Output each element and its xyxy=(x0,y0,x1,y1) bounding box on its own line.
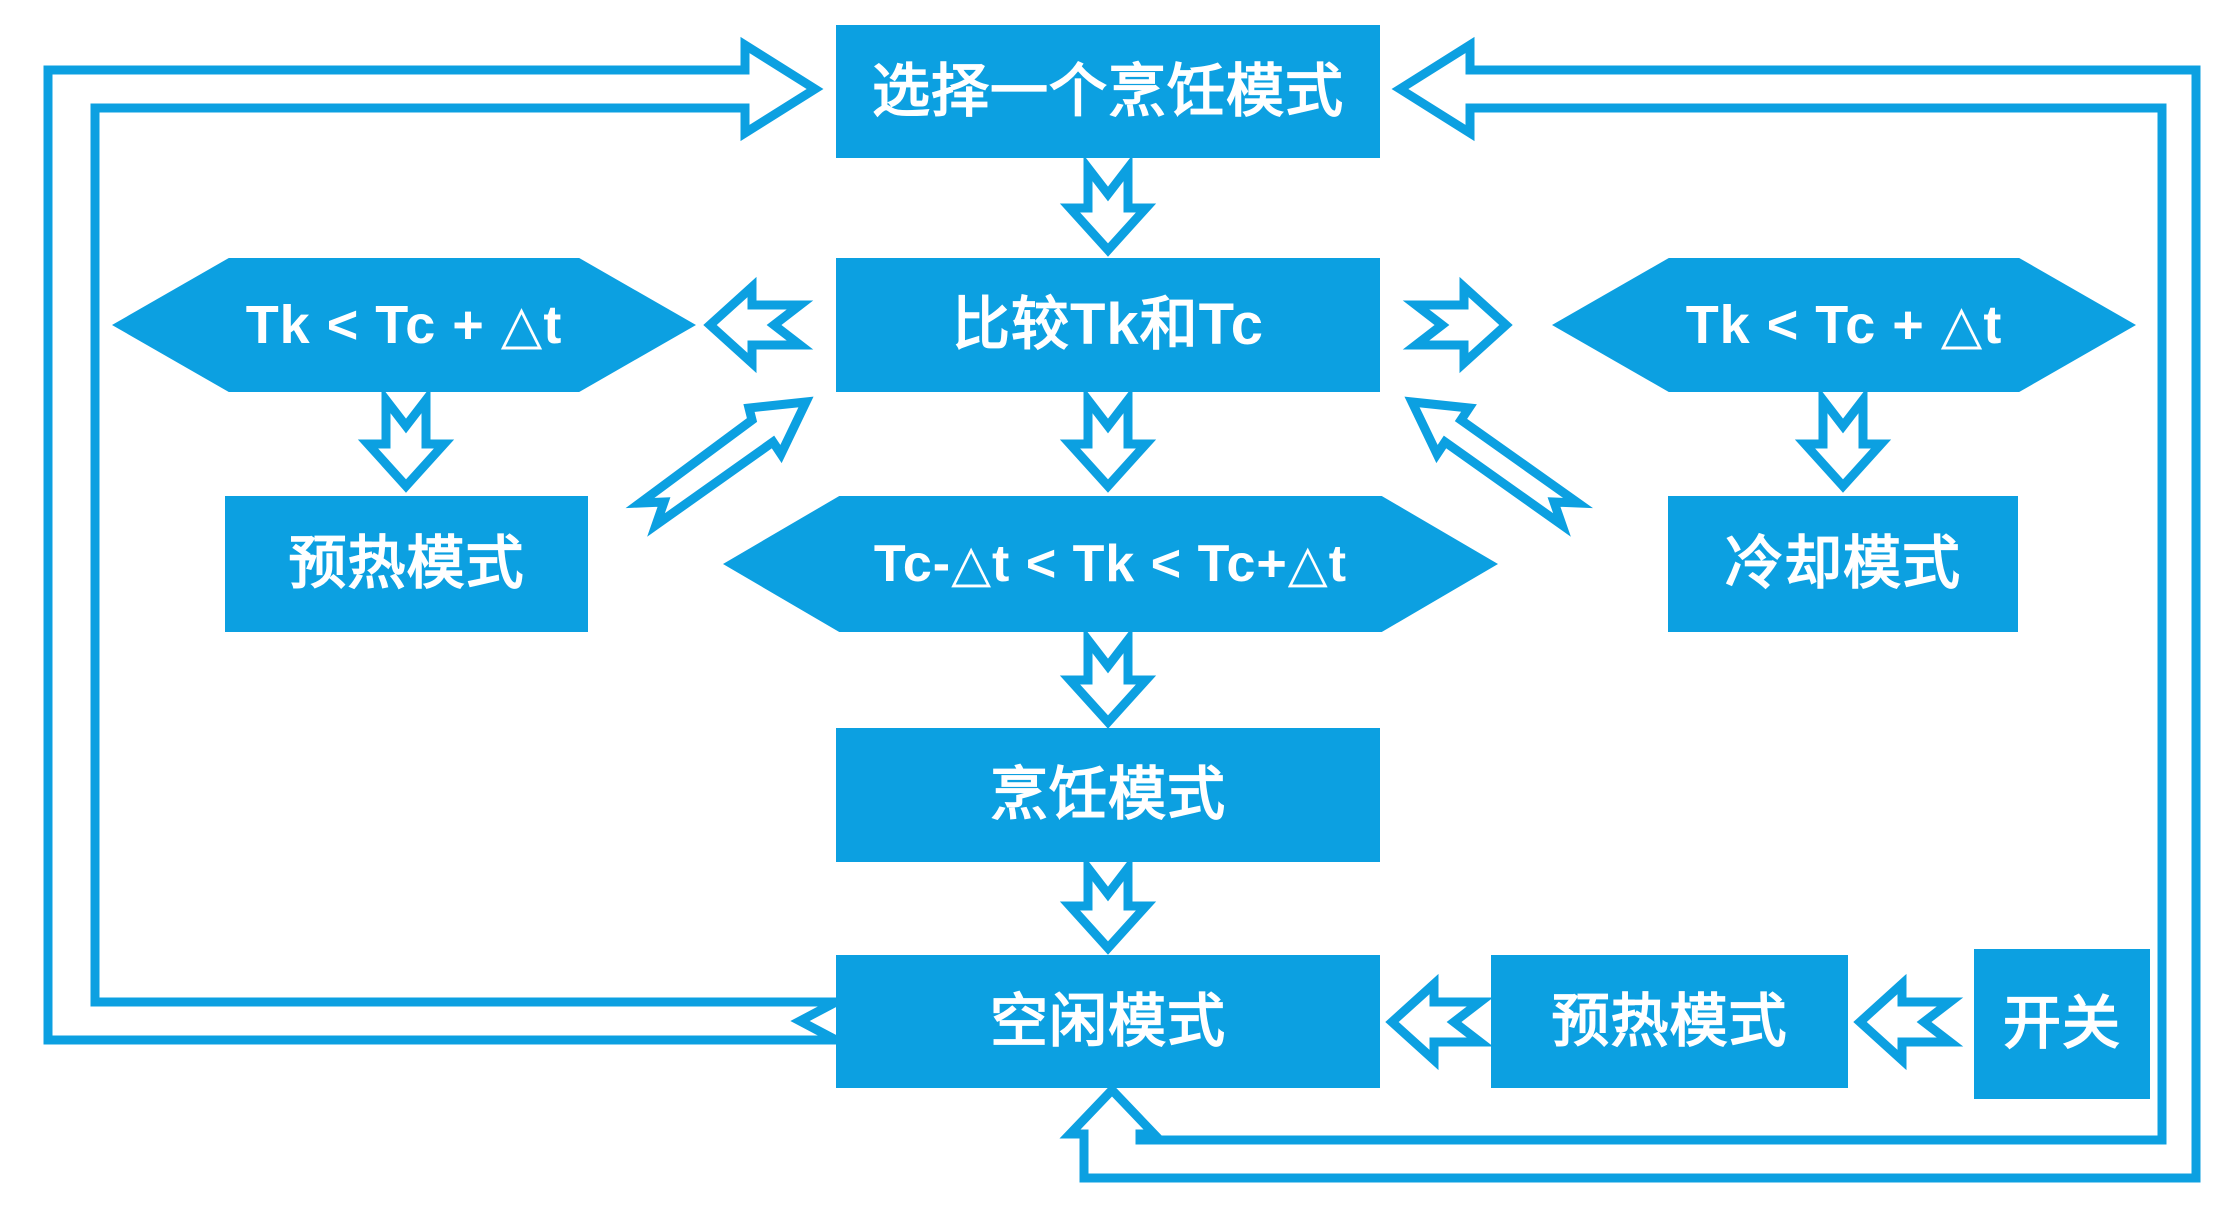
node-idle-mode: 空闲模式 xyxy=(836,955,1380,1088)
arrow-cook-to-idle xyxy=(1059,854,1157,955)
node-condition-right-label: Tk < Tc + △t xyxy=(1685,295,2003,355)
arrow-compare-to-hex-left xyxy=(703,276,814,374)
hexagon-shape xyxy=(1552,258,2136,392)
node-switch-label: 开关 xyxy=(2002,991,2121,1056)
node-select-cooking-mode: 选择一个烹饪模式 xyxy=(836,25,1380,158)
node-cooling-mode: 冷却模式 xyxy=(1668,496,2018,632)
arrow-hex-left-to-preheat xyxy=(357,386,455,493)
node-condition-center-label: Tc-△t < Tk < Tc+△t xyxy=(873,535,1348,593)
node-compare-tk-tc-label: 比较Tk和Tc xyxy=(951,292,1265,357)
node-select-cooking-mode-label: 选择一个烹饪模式 xyxy=(871,58,1344,124)
node-cooking-mode: 烹饪模式 xyxy=(836,728,1380,862)
node-condition-left-label: Tk < Tc + △t xyxy=(245,295,563,355)
arrow-right-loop-select-idle xyxy=(1059,36,2201,1183)
arrow-select-to-compare xyxy=(1059,154,1157,257)
node-preheat-mode-bottom-label: 预热模式 xyxy=(1551,988,1788,1054)
node-cooling-mode-label: 冷却模式 xyxy=(1724,531,1961,596)
arrow-preheat-bottom-to-idle xyxy=(1385,973,1494,1071)
hexagon-shape xyxy=(112,258,696,392)
node-preheat-mode-left-label: 预热模式 xyxy=(288,531,525,596)
node-preheat-mode-bottom: 预热模式 xyxy=(1491,955,1848,1088)
arrow-switch-to-preheat-bottom xyxy=(1853,973,1964,1071)
arrow-preheat-left-to-compare xyxy=(625,396,814,537)
hexagon-shape xyxy=(723,496,1498,632)
arrow-compare-to-hex-right xyxy=(1402,276,1513,374)
arrow-cool-to-compare xyxy=(1404,396,1594,537)
node-compare-tk-tc: 比较Tk和Tc xyxy=(836,258,1380,392)
node-switch: 开关 xyxy=(1974,949,2150,1099)
node-idle-mode-label: 空闲模式 xyxy=(989,988,1226,1054)
node-condition-center: Tc-△t < Tk < Tc+△t xyxy=(723,496,1498,632)
node-condition-left: Tk < Tc + △t xyxy=(112,258,696,392)
arrow-compare-to-hex-center xyxy=(1059,386,1157,493)
node-cooking-mode-label: 烹饪模式 xyxy=(989,762,1226,827)
arrow-hex-right-to-cool xyxy=(1794,386,1892,493)
node-preheat-mode-left: 预热模式 xyxy=(225,496,588,632)
arrow-hex-center-to-cook xyxy=(1059,626,1157,729)
node-condition-right: Tk < Tc + △t xyxy=(1552,258,2136,392)
